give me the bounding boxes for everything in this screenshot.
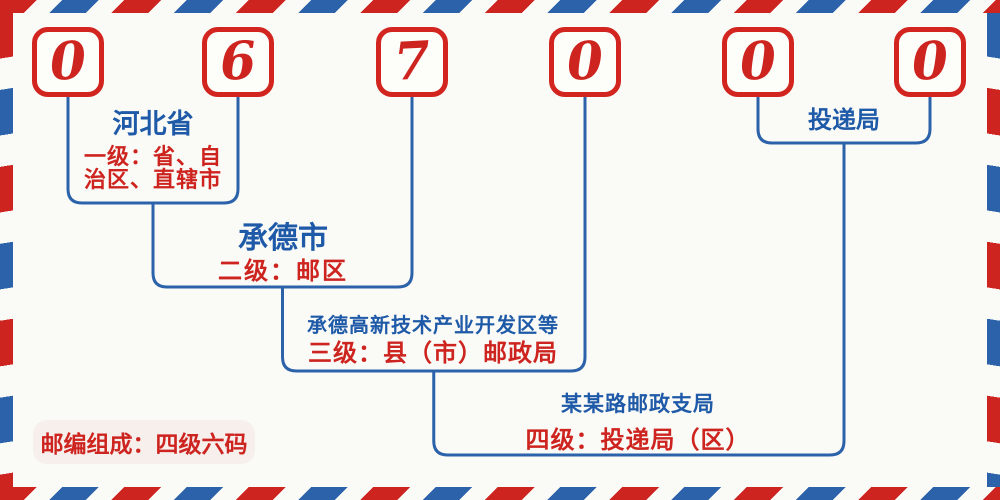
level3-description: 三级：县（市）邮政局: [308, 340, 558, 367]
digit-4: 0: [565, 30, 605, 93]
level2-region-name: 承德市: [238, 221, 328, 256]
level1-region-name: 河北省: [112, 109, 194, 140]
level2-description: 二级：邮区: [218, 258, 348, 285]
level1-group: 河北省 一级：省、自 治区、直辖市: [84, 110, 222, 191]
bracket-delivery: [756, 97, 932, 145]
composition-note: 邮编组成：四级六码: [33, 420, 255, 464]
level4-group: 某某路邮政支局 四级：投递局（区）: [526, 392, 751, 453]
digit-box-2: 6: [202, 27, 274, 97]
composition-note-text: 邮编组成：四级六码: [40, 431, 248, 457]
level2-group: 承德市 二级：邮区: [218, 222, 348, 284]
digit-box-6: 0: [894, 27, 966, 97]
level4-region-name: 某某路邮政支局: [561, 391, 715, 416]
level1-desc-line1: 一级：省、自: [83, 143, 223, 169]
delivery-bureau-label: 投递局: [808, 105, 880, 134]
bracket-level4: [432, 143, 846, 457]
level1-description: 一级：省、自 治区、直辖市: [84, 145, 222, 191]
level4-description: 四级：投递局（区）: [525, 427, 751, 455]
level1-desc-line2: 治区、直辖市: [83, 166, 223, 192]
level3-group: 承德高新技术产业开发区等 三级：县（市）邮政局: [307, 314, 559, 366]
delivery-bureau-group: 投递局: [808, 105, 880, 134]
digit-box-3: 7: [376, 27, 448, 97]
digit-6: 0: [910, 30, 950, 93]
level3-region-name: 承德高新技术产业开发区等: [307, 313, 559, 337]
digit-5: 0: [738, 30, 778, 93]
digit-box-1: 0: [32, 27, 104, 97]
digit-3: 7: [392, 30, 432, 93]
digit-2: 6: [218, 30, 258, 93]
digit-box-4: 0: [549, 27, 621, 97]
digit-box-5: 0: [722, 27, 794, 97]
digit-1: 0: [48, 30, 88, 93]
